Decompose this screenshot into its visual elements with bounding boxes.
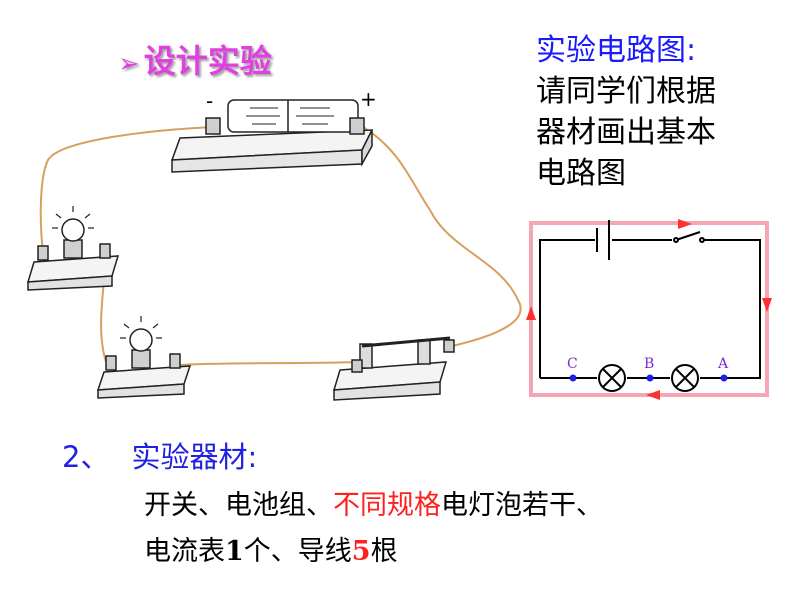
ammeter-count: 1: [225, 536, 244, 567]
wire-bottom-lamp-to-switch: [176, 361, 359, 366]
materials-section-heading: 2、实验器材:: [62, 434, 257, 476]
wire-battery-to-top-lamp: [39, 126, 215, 256]
node-b-dot: [646, 374, 654, 382]
arrow-bullet-icon: ➢: [118, 49, 140, 79]
switch: [332, 336, 455, 401]
materials-line-2-part-3: 根: [370, 536, 398, 567]
caption-line-1: 实验电路图:: [536, 33, 697, 68]
switch-symbol: [673, 231, 705, 243]
lamp-symbol-2: [671, 364, 699, 392]
current-arrow-bottom-icon: [646, 390, 660, 400]
battery-holder: [170, 99, 374, 173]
node-label-b: B: [644, 356, 654, 372]
circuit-schematic: C B A: [526, 219, 772, 400]
caption-line-3: 器材画出基本: [536, 115, 716, 150]
wire-switch-to-battery: [362, 126, 522, 347]
slide-title-text: 设计实验: [143, 42, 272, 80]
current-arrow-right-icon: [762, 298, 772, 312]
battery-plus-sign: +: [360, 87, 377, 111]
connecting-wires: [39, 126, 522, 366]
battery-symbol: [596, 220, 610, 260]
current-arrow-left-icon: [526, 306, 536, 320]
section-heading-text: 实验器材:: [131, 440, 258, 474]
schematic-wires: [539, 239, 761, 379]
node-label-c: C: [567, 356, 578, 372]
node-a-dot: [720, 374, 728, 382]
section-number: 2、: [62, 440, 110, 474]
materials-line-2-part-2: 个、导线: [243, 536, 352, 567]
battery-minus-sign: -: [206, 89, 213, 113]
materials-line-1-part-1: 开关、电池组、: [144, 490, 333, 521]
materials-list: 开关、电池组、不同规格电灯泡若干、 电流表1个、导线5根: [144, 483, 603, 575]
materials-highlight: 不同规格: [333, 490, 441, 521]
slide-title: ➢设计实验: [118, 36, 272, 82]
materials-line-1-part-2: 电灯泡若干、: [441, 490, 603, 521]
current-arrow-top-icon: [678, 219, 692, 229]
lamp-2: [96, 316, 192, 399]
lamp-1: [26, 206, 120, 291]
materials-line-2-part-1: 电流表: [144, 536, 225, 567]
wire-count: 5: [351, 536, 371, 567]
lamp-symbol-1: [598, 364, 626, 392]
circuit-caption: 实验电路图: 请同学们根据 器材画出基本 电路图: [536, 30, 786, 194]
materials-line-2: 电流表1个、导线5根: [144, 529, 603, 575]
caption-line-2: 请同学们根据: [536, 74, 716, 109]
node-label-a: A: [717, 356, 729, 372]
caption-line-4: 电路图: [536, 156, 626, 191]
materials-line-1: 开关、电池组、不同规格电灯泡若干、: [144, 483, 603, 529]
node-c-dot: [569, 374, 577, 382]
